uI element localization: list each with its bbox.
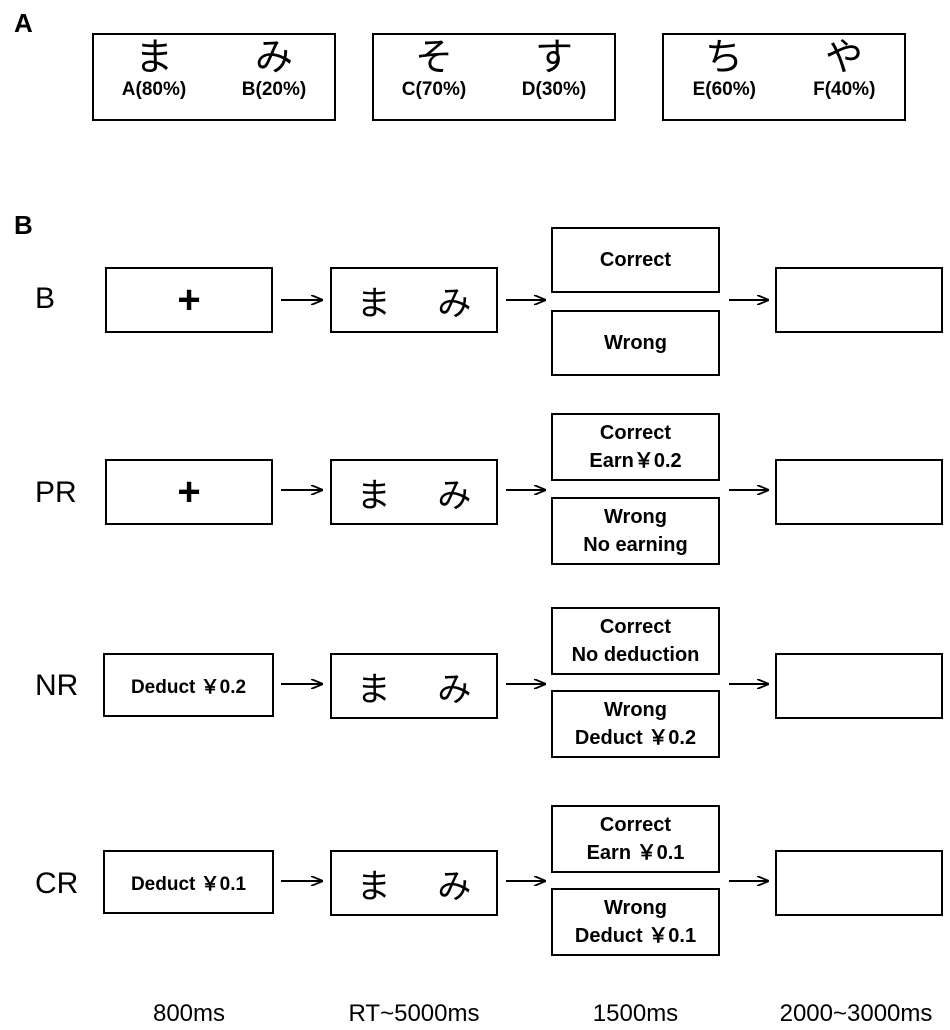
cue-box: + [105,267,273,333]
feedback-wrong-box: Wrong [551,310,720,376]
choice-stimulus-box: ま み [330,459,498,525]
timing-feedback: 1500ms [592,1000,679,1027]
feedback-line: Deduct ￥0.1 [574,925,697,947]
probability-left: A(80%) [121,79,187,100]
feedback-correct-box: Correct [551,227,720,293]
cue-box: Deduct ￥0.2 [103,653,274,717]
choice-stimulus: ま み [356,866,490,907]
kana-right: み [254,35,293,79]
kana-right: や [824,35,863,79]
kana-right: す [534,35,573,79]
panel-a-label: A [14,8,33,38]
fixation-cross: + [177,470,201,514]
feedback-line: Correct [599,422,672,444]
probability-left: E(60%) [692,79,756,100]
feedback-line: Wrong [604,699,667,721]
feedback-correct-box: Correct Earn ￥0.1 [551,805,720,873]
panel-b-label: B [14,210,33,240]
condition-label-cr: CR [35,867,79,900]
probability-right: D(30%) [521,79,587,100]
feedback-line: Wrong [604,897,667,919]
feedback-line: Correct [599,814,672,836]
timing-interval: 2000~3000ms [779,1000,933,1027]
condition-label-b: B [35,282,56,315]
feedback-correct-box: Correct Earn￥0.2 [551,413,720,481]
cue-text: Deduct ￥0.1 [130,873,247,895]
feedback-line: Earn￥0.2 [589,450,682,472]
blank-interval-box [775,653,943,719]
feedback-wrong-box: Wrong Deduct ￥0.1 [551,888,720,956]
cue-box: Deduct ￥0.1 [103,850,274,914]
feedback-line: Correct [599,616,672,638]
probability-right: B(20%) [241,79,307,100]
feedback-line: Deduct ￥0.2 [574,727,697,749]
cue-box: + [105,459,273,525]
feedback-wrong-box: Wrong Deduct ￥0.2 [551,690,720,758]
condition-label-pr: PR [35,476,77,509]
choice-stimulus-box: ま み [330,267,498,333]
kana-left: そ [414,35,453,79]
fixation-cross: + [177,278,201,322]
choice-stimulus: ま み [356,283,490,324]
probability-right: F(40%) [813,79,876,100]
kana-left: ち [704,35,743,79]
timing-cue: 800ms [152,1000,226,1027]
feedback-wrong-box: Wrong No earning [551,497,720,565]
kana-left: ま [134,35,173,79]
choice-stimulus-box: ま み [330,653,498,719]
feedback-line: Correct [599,249,672,271]
choice-stimulus: ま み [356,475,490,516]
blank-interval-box [775,850,943,916]
stimulus-pair-ef: ち や E(60%) F(40%) [662,33,906,121]
choice-stimulus-box: ま み [330,850,498,916]
blank-interval-box [775,459,943,525]
condition-label-nr: NR [35,669,79,702]
probability-left: C(70%) [401,79,467,100]
feedback-line: No earning [583,534,688,556]
feedback-correct-box: Correct No deduction [551,607,720,675]
feedback-line: Wrong [604,332,667,354]
choice-stimulus: ま み [356,669,490,710]
timing-choice: RT~5000ms [348,1000,480,1027]
stimulus-pair-ab: ま み A(80%) B(20%) [92,33,336,121]
stimulus-pair-cd: そ す C(70%) D(30%) [372,33,616,121]
blank-interval-box [775,267,943,333]
feedback-line: Earn ￥0.1 [586,842,685,864]
feedback-line: No deduction [571,644,700,666]
feedback-line: Wrong [604,506,667,528]
cue-text: Deduct ￥0.2 [130,676,247,698]
